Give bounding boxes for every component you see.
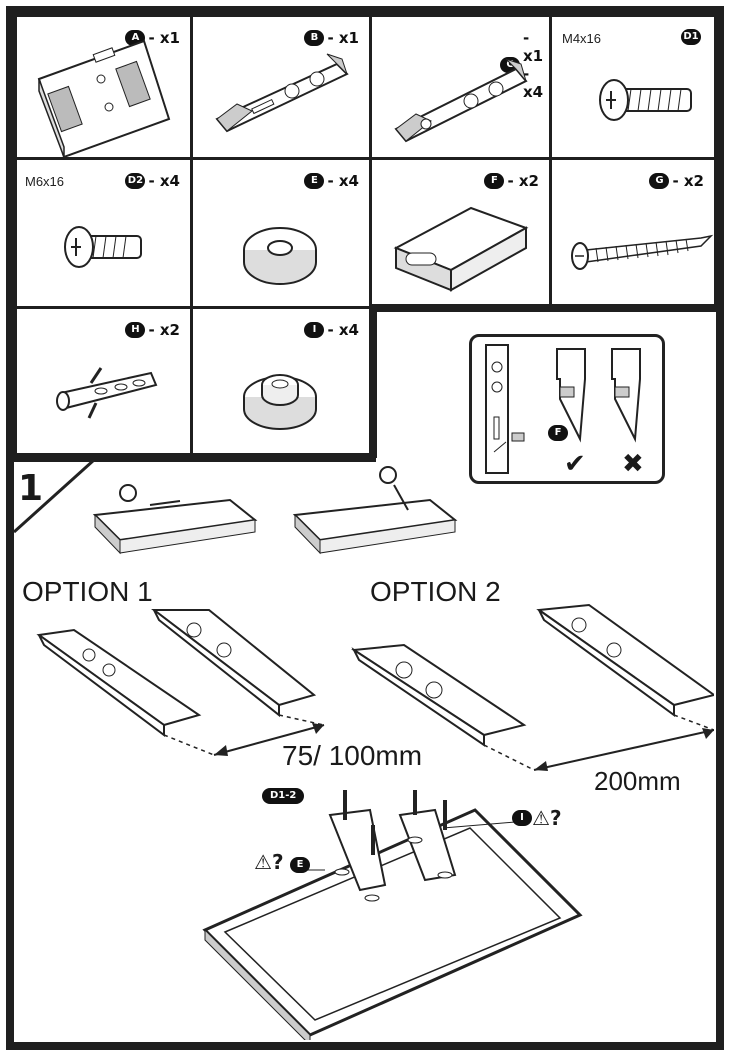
part-qty: - x1 (327, 29, 359, 47)
clip-detail-box: F ✔ ✖ (469, 334, 665, 484)
spacer-badge: I (512, 810, 532, 826)
bracket-b-icon (215, 53, 349, 133)
part-cell-b: B- x1 (190, 14, 372, 160)
section-divider (369, 304, 724, 312)
washer-badge: E (290, 857, 310, 873)
wood-screw-icon (571, 234, 714, 270)
section-divider (369, 306, 377, 458)
clip-detail-diagram (485, 344, 641, 474)
option-1-label: OPTION 1 (22, 576, 153, 607)
assembly-drawing (202, 790, 583, 1040)
washer-icon (243, 227, 317, 285)
part-badge: G (649, 173, 670, 189)
screw-icon (599, 79, 692, 121)
part-qty: - x2 (672, 172, 704, 190)
step-corner (14, 460, 96, 534)
bracket-c-icon (394, 58, 528, 143)
warning-mark: ? (549, 806, 562, 830)
screw-icon (64, 226, 142, 268)
section-divider (14, 454, 376, 462)
part-qty: - x2 (507, 172, 539, 190)
part-badge: B (304, 30, 325, 46)
stand-base-drawing (92, 466, 458, 555)
plate-icon (37, 39, 171, 159)
warning-icon: ⚠? (532, 806, 562, 830)
part-cell-e: E- x4 (190, 157, 372, 309)
part-qty: - x4 (148, 172, 180, 190)
spacer-icon (243, 374, 317, 430)
bracket-options-drawing (36, 603, 714, 771)
part-badge: E (304, 173, 325, 189)
part-qty: - x2 (148, 321, 180, 339)
part-badge: I (304, 322, 325, 338)
part-qty: - x1 - x4 (523, 29, 544, 101)
cross-icon: ✖ (622, 449, 644, 479)
part-cell-d1: M4x16 D1 (549, 14, 717, 160)
check-icon: ✔ (564, 449, 586, 479)
part-cell-h: H- x2 (14, 306, 193, 456)
clip-icon (393, 206, 529, 292)
part-qty: - x4 (327, 172, 359, 190)
clip-badge: F (548, 425, 568, 441)
screw-size: M6x16 (25, 174, 65, 189)
part-badge: D1 (681, 29, 701, 45)
warning-icon: ⚠? (254, 850, 284, 874)
part-cell-c: C- x1 - x4 (369, 14, 552, 160)
anchor-icon (56, 367, 158, 419)
part-badge: F (484, 173, 505, 189)
screw-badge: D1-2 (262, 788, 305, 804)
part-cell-f: F- x2 (369, 157, 552, 309)
part-badge: H (125, 322, 146, 338)
part-qty: - x1 (148, 29, 180, 47)
part-cell-g: G- x2 (549, 157, 717, 309)
step-number: 1 (18, 468, 44, 509)
part-qty: - x4 (327, 321, 359, 339)
screw-size: M4x16 (562, 31, 602, 46)
option-2-label: OPTION 2 (370, 576, 501, 607)
distance-75-100-label: 75/ 100mm (282, 740, 423, 771)
warning-mark: ? (271, 850, 284, 874)
part-badge: D2 (125, 173, 146, 189)
part-cell-a: A- x1 (14, 14, 193, 160)
distance-200-label: 200mm (594, 766, 681, 796)
part-cell-d2: M6x16 D2- x4 (14, 157, 193, 309)
part-cell-i: I- x4 (190, 306, 372, 456)
page-frame (6, 6, 724, 1050)
